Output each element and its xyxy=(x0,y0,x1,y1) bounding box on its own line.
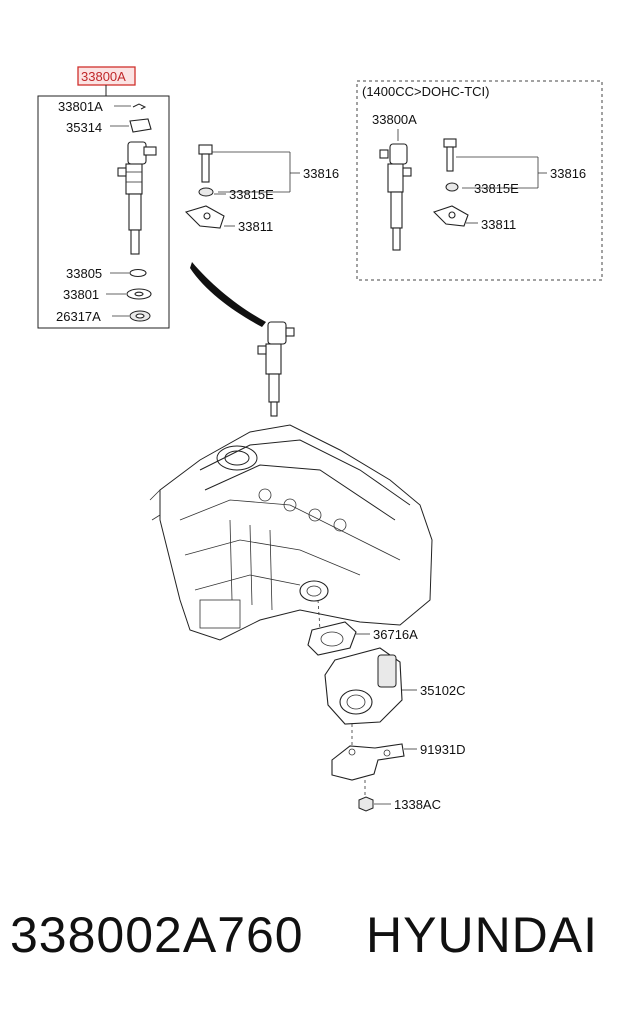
installed-injector-drawing xyxy=(257,321,295,417)
brand-name: HYUNDAI xyxy=(366,907,599,963)
variant-label-33811: 33811 xyxy=(481,217,516,232)
clamp-group: 33816 33815E 33811 xyxy=(184,144,339,234)
label-1338AC: 1338AC xyxy=(394,797,441,812)
variant-title: (1400CC>DOHC-TCI) xyxy=(362,84,490,99)
sleeve-bracket-icon xyxy=(129,118,152,133)
engine-block-drawing xyxy=(149,424,433,641)
label-33805: 33805 xyxy=(66,266,102,281)
injector-drawing xyxy=(117,141,157,255)
variant-label-33815E: 33815E xyxy=(474,181,519,196)
clip-icon xyxy=(132,103,147,110)
label-26317A: 26317A xyxy=(56,309,101,324)
label-33815E: 33815E xyxy=(229,187,274,202)
label-33800A[interactable]: 33800A xyxy=(81,69,126,84)
label-91931D: 91931D xyxy=(420,742,466,757)
label-33801A: 33801A xyxy=(58,99,103,114)
label-33816: 33816 xyxy=(303,166,339,181)
variant-label-33800A: 33800A xyxy=(372,112,417,127)
gasket-icon xyxy=(307,621,357,656)
kit-box xyxy=(37,95,170,329)
variant-group: (1400CC>DOHC-TCI) 33800A 33816 33815E 33… xyxy=(356,80,603,281)
pointer-arrow xyxy=(190,262,266,327)
throttle-assembly: 36716A 35102C 91931D 1338AC xyxy=(307,599,466,812)
variant-box xyxy=(356,80,603,281)
label-35102C: 35102C xyxy=(420,683,466,698)
o-ring-icon xyxy=(129,268,147,278)
washer-e-icon xyxy=(198,187,214,197)
label-33801: 33801 xyxy=(63,287,99,302)
part-number: 338002A760 xyxy=(10,907,304,963)
variant-label-33816: 33816 xyxy=(550,166,586,181)
label-36716A: 36716A xyxy=(373,627,418,642)
bolt-icon xyxy=(198,144,213,155)
label-35314: 35314 xyxy=(66,120,102,135)
variant-injector-drawing xyxy=(379,143,412,251)
injector-kit-group: 33800A 33801A 35314 33805 33801 xyxy=(37,66,170,329)
nut-icon xyxy=(358,796,374,812)
bracket-icon xyxy=(331,743,405,781)
label-33811: 33811 xyxy=(238,219,273,234)
